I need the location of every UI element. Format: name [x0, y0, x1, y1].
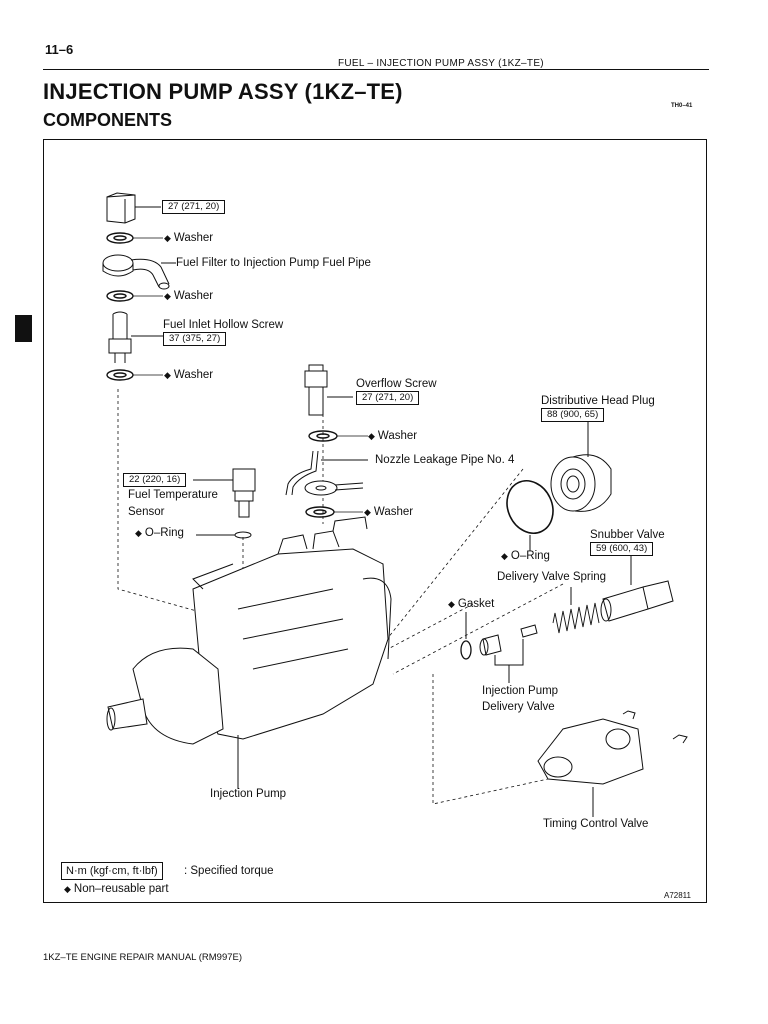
torque-head-plug: 88 (900, 65) [541, 408, 605, 422]
section-title: COMPONENTS [43, 110, 173, 130]
delivery-valve-label-1: Injection Pump [482, 685, 559, 697]
torque-snubber-valve: 59 (600, 43) [590, 542, 654, 556]
torque-temp-sensor: 22 (220, 16) [123, 473, 187, 487]
torque-inlet-screw: 37 (375, 27) [163, 332, 227, 346]
non-reusable-icon: ◆ [164, 291, 171, 301]
exploded-view-illustration [102, 192, 688, 817]
overflow-screw-label: Overflow Screw [356, 378, 437, 390]
non-reusable-icon: ◆ [135, 528, 142, 538]
washer-text-3: Washer [173, 369, 214, 381]
non-reusable-icon: ◆ [448, 599, 455, 609]
washer-label-1: ◆Washer [164, 231, 213, 245]
washer-text-5: Washer [373, 506, 414, 518]
washer-label-4: ◆Washer [368, 429, 417, 443]
snubber-valve-label: Snubber Valve [590, 529, 665, 541]
figure-code: A72811 [664, 891, 691, 900]
page-title: INJECTION PUMP ASSY (1KZ–TE) [43, 79, 403, 104]
washer-text-4: Washer [377, 430, 418, 442]
washer-label-5: ◆Washer [364, 505, 413, 519]
o-ring-drawing [506, 480, 554, 534]
page-code: TH0–41 [671, 103, 693, 109]
washer-label-3: ◆Washer [164, 368, 213, 382]
o-ring-text-2: O–Ring [510, 550, 550, 562]
assembly-lines [117, 389, 564, 805]
temp-sensor-label-1: Fuel Temperature [128, 489, 218, 501]
temp-sensor-label-2: Sensor [128, 506, 165, 518]
legend-torque-unit: N·m (kgf·cm, ft·lbf) [61, 862, 163, 880]
washer-label-2: ◆Washer [164, 289, 213, 303]
o-ring-label-1: ◆O–Ring [135, 526, 184, 540]
delivery-valve-drawing [460, 612, 538, 683]
running-head: FUEL – INJECTION PUMP ASSY (1KZ–TE) [338, 58, 544, 69]
fuel-pipe-label: Fuel Filter to Injection Pump Fuel Pipe [176, 257, 371, 269]
thumb-index-tab [15, 315, 32, 342]
non-reusable-icon: ◆ [64, 884, 71, 894]
snubber-valve-drawing [600, 548, 674, 622]
non-reusable-icon: ◆ [364, 507, 371, 517]
inlet-screw-label: Fuel Inlet Hollow Screw [163, 319, 284, 331]
o-ring-label-2: ◆O–Ring [501, 549, 550, 563]
fuel-pipe-drawing [102, 254, 176, 290]
o-ring-text-1: O–Ring [144, 527, 184, 539]
hollow-screw-drawing [108, 311, 163, 363]
header-rule [43, 69, 709, 70]
washer-text-1: Washer [173, 232, 214, 244]
page-footer: 1KZ–TE ENGINE REPAIR MANUAL (RM997E) [43, 952, 243, 963]
legend-nonreusable-text: Non–reusable part [73, 883, 169, 895]
gasket-text: Gasket [457, 598, 495, 610]
overflow-screw-drawing [304, 364, 353, 416]
head-plug-drawing [550, 421, 612, 512]
temperature-sensor-drawing [193, 468, 256, 539]
washer-drawings [106, 232, 338, 518]
legend-torque-desc: : Specified torque [184, 865, 274, 877]
torque-nut: 27 (271, 20) [162, 200, 226, 214]
gasket-label: ◆Gasket [448, 597, 494, 611]
non-reusable-icon: ◆ [164, 233, 171, 243]
non-reusable-icon: ◆ [501, 551, 508, 561]
page-number: 11–6 [45, 42, 74, 57]
timing-control-valve-drawing [537, 710, 688, 817]
timing-control-valve-label: Timing Control Valve [543, 818, 649, 830]
non-reusable-icon: ◆ [368, 431, 375, 441]
nut-drawing [106, 192, 136, 224]
figure-frame [43, 139, 707, 903]
washer-text-2: Washer [173, 290, 214, 302]
torque-overflow-screw: 27 (271, 20) [356, 391, 420, 405]
injection-pump-drawing [106, 516, 392, 789]
leakage-pipe-label: Nozzle Leakage Pipe No. 4 [375, 454, 515, 466]
delivery-valve-spring-drawing [552, 602, 600, 634]
legend-nonreusable: ◆Non–reusable part [64, 882, 169, 896]
head-plug-label: Distributive Head Plug [541, 395, 655, 407]
non-reusable-icon: ◆ [164, 370, 171, 380]
delivery-valve-label-2: Delivery Valve [482, 701, 555, 713]
injection-pump-label: Injection Pump [210, 788, 287, 800]
delivery-spring-label: Delivery Valve Spring [497, 571, 607, 583]
leakage-pipe-drawing [285, 450, 368, 496]
